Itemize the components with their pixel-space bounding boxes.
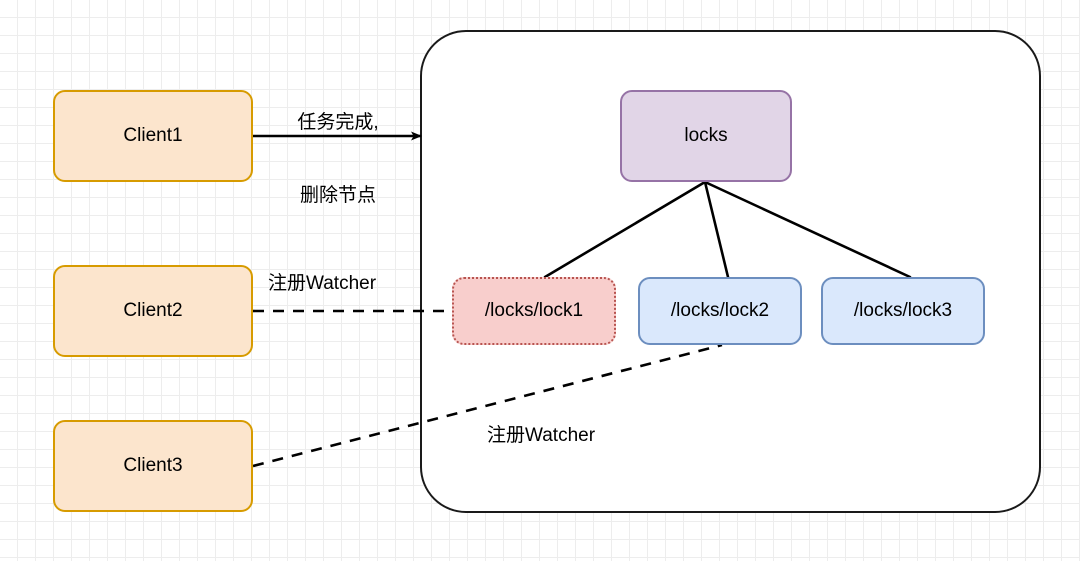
edge-label-client3-watcher: 注册Watcher (487, 425, 596, 446)
node-locks-lock2[interactable]: /locks/lock2 (638, 277, 802, 345)
node-locks-lock1[interactable]: /locks/lock1 (452, 277, 616, 345)
node-locks-lock3[interactable]: /locks/lock3 (821, 277, 985, 345)
node-client1[interactable]: Client1 (53, 90, 253, 182)
node-client1-label: Client1 (123, 125, 183, 147)
edge-label-client1-action-line1: 任务完成, (297, 111, 379, 133)
node-locks[interactable]: locks (620, 90, 792, 182)
node-client3-label: Client3 (123, 455, 183, 477)
edge-label-client1-action-line2: 删除节点 (299, 184, 376, 206)
node-locks-lock3-label: /locks/lock3 (853, 300, 953, 322)
node-client2-label: Client2 (123, 300, 183, 322)
node-locks-lock1-label: /locks/lock1 (484, 300, 584, 322)
edge-label-client1-action: 任务完成, 删除节点 (258, 62, 418, 257)
node-client3[interactable]: Client3 (53, 420, 253, 512)
node-locks-lock2-label: /locks/lock2 (670, 300, 770, 322)
edge-label-client2-watcher: 注册Watcher (268, 273, 377, 294)
node-locks-label: locks (684, 125, 728, 147)
node-client2[interactable]: Client2 (53, 265, 253, 357)
